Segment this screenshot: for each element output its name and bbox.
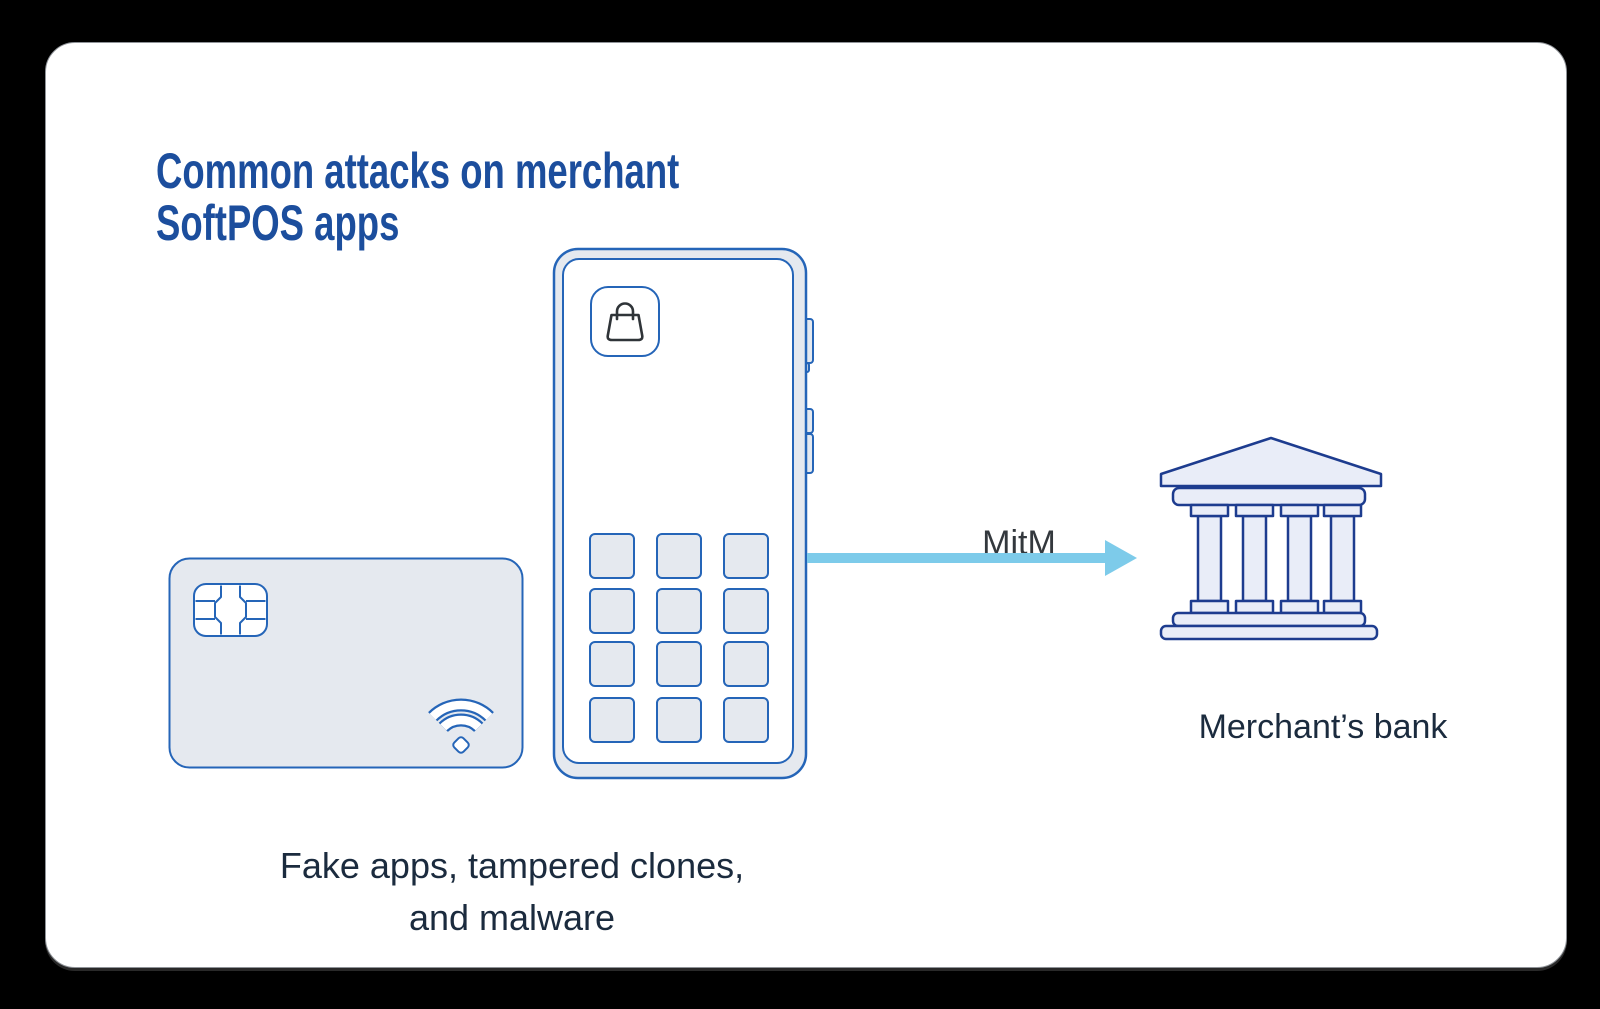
keypad-key xyxy=(589,533,635,579)
keypad-key xyxy=(589,641,635,687)
contactless-icon xyxy=(428,698,494,754)
page-title-line1: Common attacks on merchant xyxy=(156,143,680,199)
page-title-line2: SoftPOS apps xyxy=(156,195,400,251)
keypad-key xyxy=(656,533,702,579)
payment-card-icon xyxy=(168,557,524,769)
bank-pediment xyxy=(1159,436,1383,488)
keypad-key xyxy=(723,533,769,579)
attack-caption-line1: Fake apps, tampered clones, xyxy=(279,845,745,886)
diagram-canvas: Common attacks on merchant SoftPOS apps xyxy=(45,42,1567,968)
attack-caption-line2: and malware xyxy=(408,897,616,938)
keypad-key xyxy=(589,588,635,634)
page-title: Common attacks on merchant SoftPOS apps xyxy=(156,145,679,249)
keypad-key xyxy=(723,588,769,634)
shopping-bag-app-icon xyxy=(590,286,660,357)
keypad-key xyxy=(656,641,702,687)
phone-screen xyxy=(562,258,794,764)
keypad-key xyxy=(589,697,635,743)
card-chip-icon xyxy=(193,583,268,637)
bank-base-step2 xyxy=(1159,624,1379,641)
keypad-icon xyxy=(589,533,769,743)
smartphone-illustration xyxy=(552,247,814,780)
bank-icon xyxy=(1159,436,1383,641)
keypad-key xyxy=(656,697,702,743)
keypad-key xyxy=(723,697,769,743)
bank-columns xyxy=(1189,503,1363,615)
attack-caption: Fake apps, tampered clones, and malware xyxy=(212,840,812,944)
keypad-key xyxy=(723,641,769,687)
keypad-key xyxy=(656,588,702,634)
bank-label: Merchant’s bank xyxy=(1198,708,1448,746)
bank-entablature xyxy=(1171,486,1367,507)
mitm-arrow-icon xyxy=(807,540,1137,576)
bank-base-step1 xyxy=(1171,611,1367,628)
